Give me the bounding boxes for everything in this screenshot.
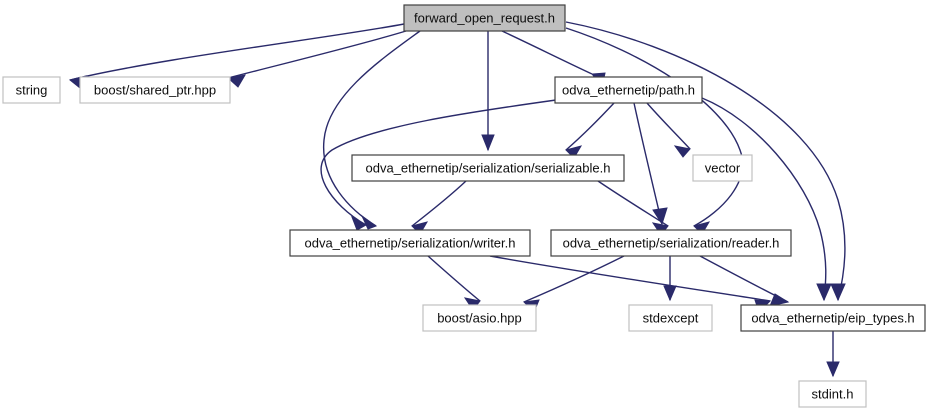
node-asio[interactable]: boost/asio.hpp	[422, 304, 537, 332]
node-box[interactable]	[554, 76, 703, 104]
edge-line	[323, 30, 421, 227]
arrowhead-icon	[360, 214, 378, 230]
edge-path-to-writer	[320, 99, 557, 231]
node-label: boost/asio.hpp	[437, 310, 522, 325]
arrowhead-icon	[652, 207, 668, 226]
arrowhead-icon	[226, 74, 246, 88]
node-stdint[interactable]: stdint.h	[798, 380, 867, 408]
edge-path-to-eip_types	[701, 97, 832, 302]
node-box[interactable]	[692, 154, 753, 182]
edge-line	[411, 180, 467, 227]
edge-line	[320, 99, 557, 226]
edge-line	[69, 23, 405, 81]
arrowhead-icon	[826, 361, 840, 378]
edge-line	[597, 180, 669, 227]
node-box[interactable]	[289, 229, 531, 257]
node-eip_types[interactable]: odva_ethernetip/eip_types.h	[740, 304, 926, 332]
node-box[interactable]	[403, 4, 566, 32]
node-label: forward_open_request.h	[414, 10, 555, 25]
edge-line	[565, 102, 615, 151]
edge-writer-to-asio	[427, 255, 481, 311]
edge-line	[646, 102, 691, 150]
edge-line	[227, 30, 407, 79]
node-box[interactable]	[550, 229, 792, 257]
node-reader[interactable]: odva_ethernetip/serialization/reader.h	[550, 229, 792, 257]
arrowhead-icon	[565, 145, 583, 159]
node-label: stdexcept	[643, 310, 699, 325]
edge-path-to-serializable	[565, 102, 615, 159]
node-path[interactable]: odva_ethernetip/path.h	[554, 76, 703, 104]
edge-eip_types-to-stdint	[826, 331, 840, 378]
node-box[interactable]	[798, 380, 867, 408]
arrowhead-icon	[769, 293, 790, 307]
node-box[interactable]	[628, 304, 713, 332]
edge-line	[565, 21, 846, 301]
node-label: vector	[705, 160, 741, 175]
edge-layer	[68, 21, 846, 378]
edge-line	[565, 27, 744, 227]
node-shared_ptr[interactable]: boost/shared_ptr.hpp	[79, 76, 231, 104]
edge-line	[633, 102, 663, 225]
arrowhead-icon	[816, 283, 832, 302]
edge-forward_open_request-to-eip_types	[565, 21, 846, 302]
edge-forward_open_request-to-serializable	[481, 31, 495, 152]
arrowhead-icon	[481, 134, 495, 152]
node-label: odva_ethernetip/path.h	[562, 82, 695, 97]
node-label: stdint.h	[812, 386, 854, 401]
edge-forward_open_request-to-shared_ptr	[226, 30, 407, 88]
node-box[interactable]	[2, 76, 61, 104]
node-label: boost/shared_ptr.hpp	[94, 82, 216, 97]
edge-reader-to-eip_types	[699, 255, 790, 307]
node-label: odva_ethernetip/serialization/writer.h	[304, 235, 515, 250]
edge-serializable-to-reader	[597, 180, 669, 236]
edge-line	[489, 255, 771, 302]
node-box[interactable]	[79, 76, 231, 104]
edge-line	[523, 255, 625, 303]
arrowhead-icon	[351, 215, 368, 231]
edge-forward_open_request-to-writer	[323, 30, 421, 230]
node-label: odva_ethernetip/eip_types.h	[751, 310, 914, 325]
edge-forward_open_request-to-reader	[565, 27, 744, 235]
edge-reader-to-stdexcept	[663, 256, 677, 302]
edge-line	[501, 30, 593, 75]
node-label: string	[16, 82, 48, 97]
edge-line	[701, 97, 827, 301]
node-label: odva_ethernetip/serialization/reader.h	[563, 235, 780, 250]
edge-path-to-vector	[646, 102, 691, 158]
node-box[interactable]	[351, 154, 625, 182]
arrowhead-icon	[673, 145, 691, 158]
node-box[interactable]	[422, 304, 537, 332]
node-label: odva_ethernetip/serialization/serializab…	[366, 160, 611, 175]
edge-serializable-to-writer	[411, 180, 467, 235]
edge-path-to-reader	[633, 102, 668, 226]
edge-line	[427, 255, 481, 302]
node-box[interactable]	[740, 304, 926, 332]
arrowhead-icon	[663, 285, 677, 302]
node-forward_open_request[interactable]: forward_open_request.h	[403, 4, 566, 32]
node-stdexcept[interactable]: stdexcept	[628, 304, 713, 332]
node-vector[interactable]: vector	[692, 154, 753, 182]
node-serializable[interactable]: odva_ethernetip/serialization/serializab…	[351, 154, 625, 182]
node-writer[interactable]: odva_ethernetip/serialization/writer.h	[289, 229, 531, 257]
arrowhead-icon	[830, 283, 846, 302]
node-string[interactable]: string	[2, 76, 61, 104]
